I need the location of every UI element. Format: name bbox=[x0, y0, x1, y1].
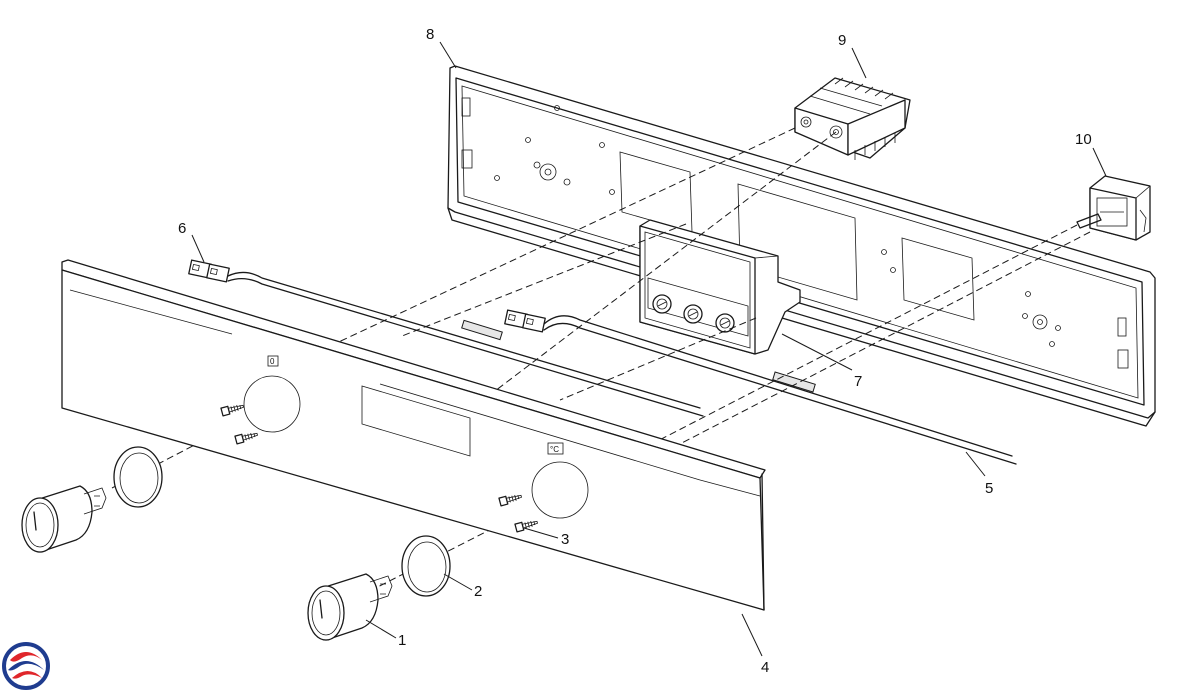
part-5-wiring-harness bbox=[504, 309, 1017, 465]
callout-3: 3 bbox=[561, 531, 569, 548]
part-3-screws bbox=[220, 404, 538, 533]
callout-7: 7 bbox=[854, 373, 862, 390]
part-6-wiring-harness bbox=[188, 259, 704, 417]
part-10-thermostat bbox=[1076, 175, 1151, 241]
panel-marking-temperature: °C bbox=[550, 445, 559, 454]
panel-marking-function: 0 bbox=[270, 357, 275, 366]
callout-5: 5 bbox=[985, 480, 993, 497]
callout-8: 8 bbox=[426, 26, 434, 43]
callout-6: 6 bbox=[178, 220, 186, 237]
part-7-electronic-clock bbox=[639, 219, 801, 355]
part-4-front-panel bbox=[61, 259, 766, 611]
part-8-control-panel-frame bbox=[447, 65, 1156, 427]
callout-1: 1 bbox=[398, 632, 406, 649]
callout-2: 2 bbox=[474, 583, 482, 600]
callout-4: 4 bbox=[761, 659, 769, 676]
callout-10: 10 bbox=[1075, 131, 1092, 148]
part-1-control-knobs bbox=[21, 485, 393, 641]
swirl-logo-icon bbox=[2, 642, 50, 690]
callout-leaders bbox=[191, 41, 1107, 657]
callout-9: 9 bbox=[838, 32, 846, 49]
part-2-knob-rings bbox=[113, 446, 451, 597]
part-9-selector-switch bbox=[794, 77, 911, 160]
